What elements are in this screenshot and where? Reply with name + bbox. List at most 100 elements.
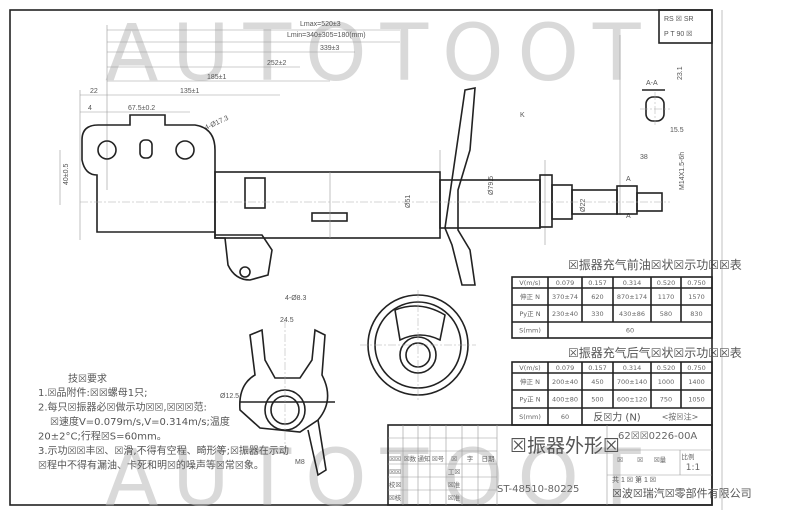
dim-4: 4: [88, 105, 92, 112]
table-cell: 500: [591, 396, 603, 404]
title-block-field: ☒量: [654, 456, 667, 464]
title-block-column: 日期: [482, 455, 496, 463]
shock-absorber-side-view: [80, 87, 670, 286]
dim-135: 135±1: [180, 88, 200, 95]
dim-67-5: 67.5±0.2: [128, 105, 155, 112]
table-cell: 330: [591, 310, 603, 318]
title-block-role: ☒准: [448, 493, 461, 502]
tech-requirement-line: 3.示功☒☒丰☒、☒滑,不得有空程、畸形等;☒振器在示动: [38, 444, 289, 457]
reaction-force-label: 反☒力 (N): [593, 411, 641, 424]
table-cell: 1170: [658, 293, 675, 301]
dim-bush: Ø12.5: [220, 393, 239, 400]
stroke-label: S(mm): [519, 327, 541, 335]
scale-label: 比例: [682, 452, 695, 461]
lower-bracket-view: [238, 320, 335, 477]
table-cell: 400±80: [552, 396, 578, 404]
part-number: ST-48510-80225: [497, 484, 579, 495]
reaction-force-note: <按☒注>: [662, 412, 699, 422]
table-after-title: ☒振器充气后气☒状☒示功☒☒表: [568, 345, 742, 360]
table-cell: 370±74: [552, 293, 578, 301]
stroke-value: 60: [561, 413, 569, 421]
tech-requirement-line: 1.☒品附件:☒☒螺母1只;: [38, 386, 148, 399]
dim-15-5: 15.5: [670, 127, 684, 134]
corner-box-text: P T 90 ☒: [664, 30, 692, 38]
table-cell: 600±120: [617, 396, 647, 404]
table-cell: 1050: [688, 396, 705, 404]
stroke-value: 60: [626, 327, 634, 335]
title-block-role: ☒核: [389, 493, 402, 502]
dim-22mm: Ø22: [580, 199, 587, 212]
section-a-a: [640, 89, 670, 125]
dim-40: 40±0.5: [63, 164, 70, 185]
tech-requirement-line: ☒程中不得有漏油、卡死和明☒的噪声等☒常☒象。: [38, 459, 264, 472]
title-block-column: ☒号: [432, 455, 445, 463]
title-block-field: ☒: [617, 456, 623, 464]
scale-value: 1:1: [686, 463, 700, 473]
title-block-role: ☒准: [448, 480, 461, 489]
watermark-top: AUTOTOOT: [105, 9, 655, 99]
section-marker: A: [626, 176, 631, 183]
table-cell: 1400: [688, 378, 705, 386]
title-block-column: ☒☒: [389, 455, 401, 463]
tech-requirements: 1.☒品附件:☒☒螺母1只; 2.每只☒振器必☒做示功☒☒,☒☒☒范:☒速度V=0…: [38, 386, 289, 472]
part-name: ☒振器外形☒: [510, 435, 620, 457]
table-cell: 450: [591, 378, 603, 386]
view-marker-k: K: [520, 112, 525, 119]
table-header-cell: 0.157: [588, 279, 607, 287]
section-label: A-A: [646, 80, 658, 87]
dim-rod: Ø51: [405, 195, 412, 208]
table-cell: 1570: [688, 293, 705, 301]
table-header-cell: 0.520: [657, 364, 676, 372]
table-cell: 伸正 N: [520, 292, 540, 301]
table-cell: 伸正 N: [520, 377, 540, 386]
table-header-cell: 0.079: [556, 364, 575, 372]
drawing-number: 62☒☒0226-00A: [618, 431, 697, 442]
title-block-column: ☒数: [404, 454, 417, 463]
table-cell: 200±40: [552, 378, 578, 386]
dim-hole: 4-Ø17.3: [204, 115, 230, 132]
tech-requirement-line: 2.每只☒振器必☒做示功☒☒,☒☒☒范:: [38, 401, 207, 414]
table-cell: 580: [660, 310, 672, 318]
table-header-cell: V(m/s): [519, 279, 540, 287]
table-cell: 870±174: [617, 293, 647, 301]
dim-252: 252±2: [267, 60, 287, 67]
table-header-cell: 0.314: [623, 364, 642, 372]
dim-339: 339±3: [320, 45, 340, 52]
tech-requirement-line: ☒速度V=0.079m/s,V=0.314m/s;温度: [50, 415, 230, 428]
corner-box: [658, 9, 713, 44]
table-before-title: ☒振器充气前油☒状☒示功☒☒表: [568, 257, 742, 272]
table-header-cell: 0.750: [687, 364, 706, 372]
title-block-role: ☒☒: [389, 468, 401, 476]
dimension-lines: [59, 25, 621, 245]
dim-38: 38: [640, 154, 648, 161]
title-block-field: ☒: [637, 456, 643, 464]
table-cell: Py正 N: [519, 396, 540, 404]
table-cell: 1000: [658, 378, 675, 386]
table-cell: 830: [690, 310, 702, 318]
top-mount-view: [360, 290, 476, 400]
title-block: ☒☒☒数通知☒号☒字日期☒☒校☒☒核工☒☒准☒准☒☒☒量: [387, 424, 713, 506]
section-marker: A: [626, 213, 631, 220]
title-block-column: 字: [467, 454, 474, 463]
tech-requirement-line: 20±2°C;行程☒S=60mm。: [38, 430, 167, 443]
title-block-role: 校☒: [389, 480, 402, 489]
table-header-cell: 0.079: [556, 279, 575, 287]
dim-22: 22: [90, 88, 98, 95]
title-block-column: 通知: [418, 454, 431, 463]
corner-box-text: RS ☒ SR: [664, 15, 694, 23]
table-cell: 620: [591, 293, 603, 301]
table-cell: Py正 N: [519, 310, 540, 318]
company-name: ☒波☒瑞汽☒零部件有限公司: [612, 486, 752, 500]
dim-tube: Ø79.5: [488, 176, 495, 195]
dim-lmax: Lmax=520±3: [300, 21, 341, 28]
dim-4-holes: 4-Ø8.3: [285, 295, 307, 302]
title-block-column: ☒: [451, 455, 457, 463]
table-cell: 430±86: [619, 310, 645, 318]
stroke-label: S(mm): [519, 413, 541, 421]
table-header-cell: 0.520: [657, 279, 676, 287]
drawing-frame: [9, 9, 713, 506]
tech-requirements-title: 技☒要求: [68, 372, 107, 385]
